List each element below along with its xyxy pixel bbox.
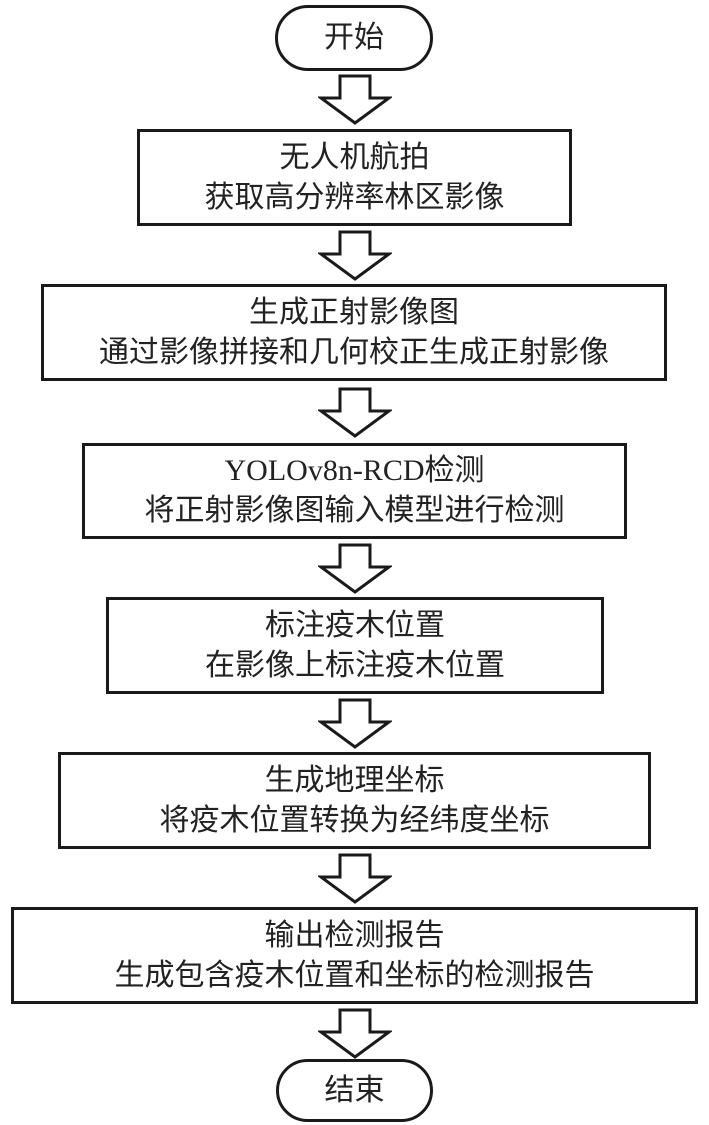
down-arrow-icon (318, 853, 392, 905)
arrow-shape (318, 387, 392, 438)
arrow-shape (318, 74, 392, 125)
down-arrow-icon (318, 387, 392, 439)
arrow-shape (318, 543, 392, 594)
step-mark-locations: 标注疫木位置 在影像上标注疫木位置 (106, 597, 604, 694)
step-uav-capture: 无人机航拍 获取高分辨率林区影像 (137, 129, 572, 226)
down-arrow-icon (318, 543, 392, 595)
step-description: 将正射影像图输入模型进行检测 (144, 494, 565, 527)
step-description: 在影像上标注疫木位置 (205, 648, 505, 682)
step-output-report: 输出检测报告 生成包含疫木位置和坐标的检测报告 (11, 907, 698, 1004)
down-arrow-icon (318, 74, 392, 126)
down-arrow-icon (318, 1008, 392, 1060)
step-title: 输出检测报告 (264, 918, 445, 952)
start-node: 开始 (275, 5, 433, 71)
step-yolo-detection: YOLOv8n-RCD检测 将正射影像图输入模型进行检测 (82, 443, 627, 539)
end-node: 结束 (276, 1059, 433, 1122)
step-title: YOLOv8n-RCD检测 (224, 454, 485, 487)
step-title: 标注疫木位置 (265, 608, 445, 642)
step-title: 生成正射影像图 (249, 295, 459, 329)
arrow-shape (318, 698, 392, 749)
step-description: 通过影像拼接和几何校正生成正射影像 (99, 335, 609, 369)
step-description: 生成包含疫木位置和坐标的检测报告 (114, 958, 595, 992)
step-geo-coordinates: 生成地理坐标 将疫木位置转换为经纬度坐标 (58, 752, 651, 849)
step-title: 生成地理坐标 (264, 763, 445, 797)
end-label: 结束 (324, 1073, 385, 1107)
start-label: 开始 (324, 21, 384, 54)
step-description: 获取高分辨率林区影像 (204, 180, 505, 214)
arrow-shape (318, 853, 392, 904)
down-arrow-icon (318, 698, 392, 750)
step-orthophoto: 生成正射影像图 通过影像拼接和几何校正生成正射影像 (41, 284, 667, 381)
down-arrow-icon (318, 230, 392, 282)
step-description: 将疫木位置转换为经纬度坐标 (159, 803, 550, 837)
arrow-shape (318, 230, 392, 281)
arrow-shape (318, 1008, 392, 1059)
step-title: 无人机航拍 (279, 140, 430, 174)
